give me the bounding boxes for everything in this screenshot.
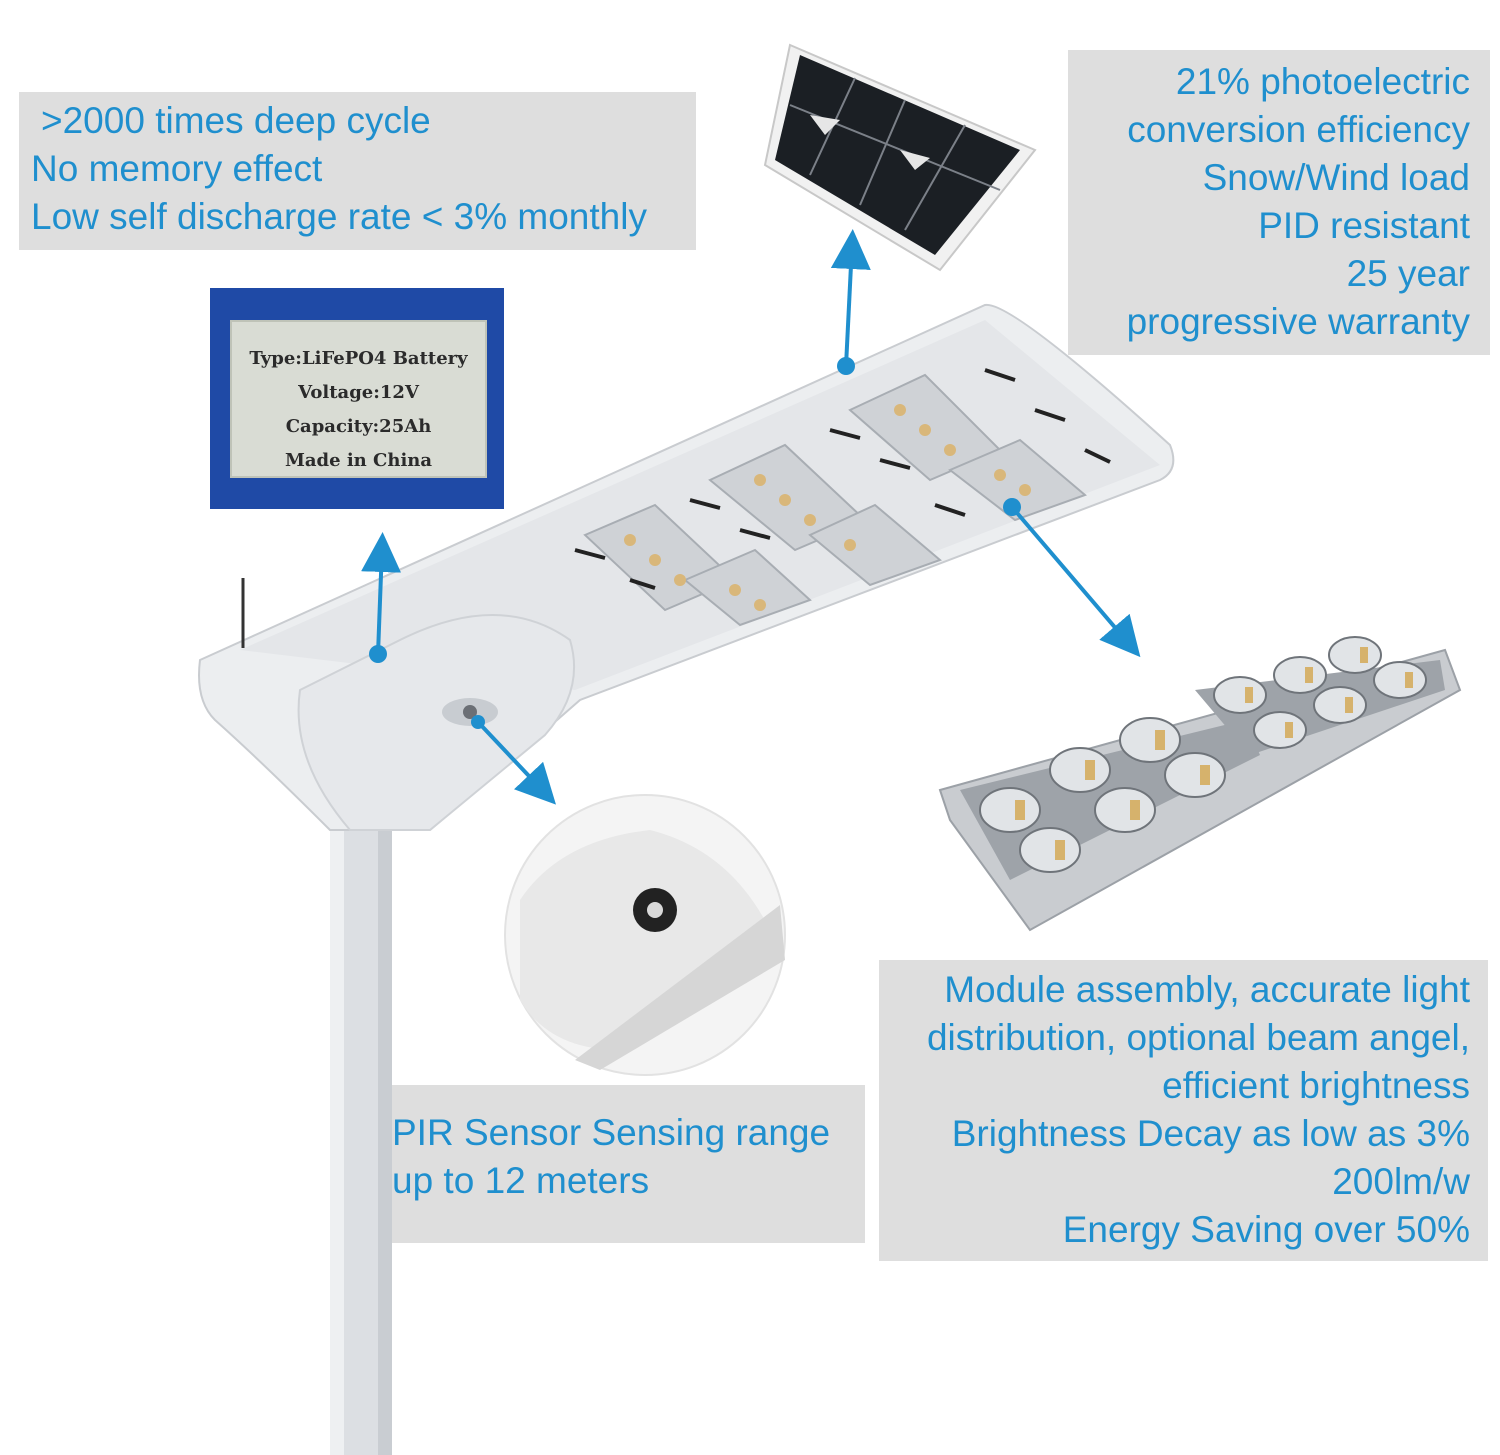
arrow-to-sensor — [476, 720, 556, 805]
module-features-box: Module assembly, accurate light distribu… — [879, 960, 1488, 1261]
battery-feature-line: Low self discharge rate < 3% monthly — [31, 196, 647, 237]
battery-feature-line: >2000 times deep cycle — [41, 100, 431, 141]
module-feature-line: Brightness Decay as low as 3% — [951, 1113, 1470, 1154]
sensor-closeup — [504, 794, 786, 1076]
callout-arrows — [361, 229, 1141, 805]
module-feature-line: efficient brightness — [1162, 1065, 1470, 1106]
module-feature-line: distribution, optional beam angel, — [926, 1017, 1470, 1058]
pir-feature-line: PIR Sensor Sensing range — [392, 1112, 831, 1153]
battery-feature-line: No memory effect — [31, 148, 323, 189]
module-feature-line: Energy Saving over 50% — [1062, 1209, 1470, 1250]
pir-feature-line: up to 12 meters — [392, 1160, 650, 1201]
battery-features-box: >2000 times deep cycle No memory effect … — [19, 92, 696, 250]
arrow-to-module — [1010, 505, 1141, 658]
led-module-closeup — [938, 636, 1462, 932]
solar-feature-line: PID resistant — [1258, 205, 1470, 246]
battery-voltage: Voltage:12V — [298, 382, 419, 403]
solar-feature-line: progressive warranty — [1126, 301, 1470, 342]
sensor-head — [297, 614, 576, 831]
battery-spec-label: Type:LiFePO4 Battery Voltage:12V Capacit… — [210, 288, 504, 509]
arrow-to-battery — [361, 532, 402, 655]
module-feature-line: Module assembly, accurate light — [944, 969, 1470, 1010]
solar-feature-line: 21% photoelectric — [1175, 61, 1470, 102]
solar-feature-line: conversion efficiency — [1127, 109, 1470, 150]
solar-feature-line: 25 year — [1346, 253, 1470, 294]
battery-type: Type:LiFePO4 Battery — [249, 348, 468, 369]
battery-capacity: Capacity:25Ah — [285, 416, 432, 437]
module-feature-line: 200lm/w — [1332, 1161, 1470, 1202]
arrow-to-solar — [830, 229, 871, 367]
solar-feature-line: Snow/Wind load — [1202, 157, 1470, 198]
battery-origin: Made in China — [284, 450, 433, 471]
battery-sticker: Type:LiFePO4 Battery Voltage:12V Capacit… — [230, 320, 487, 478]
pir-features-box: PIR Sensor Sensing range up to 12 meters — [392, 1085, 865, 1243]
solar-panel — [763, 43, 1037, 272]
solar-features-box: 21% photoelectric conversion efficiency … — [1068, 50, 1490, 355]
